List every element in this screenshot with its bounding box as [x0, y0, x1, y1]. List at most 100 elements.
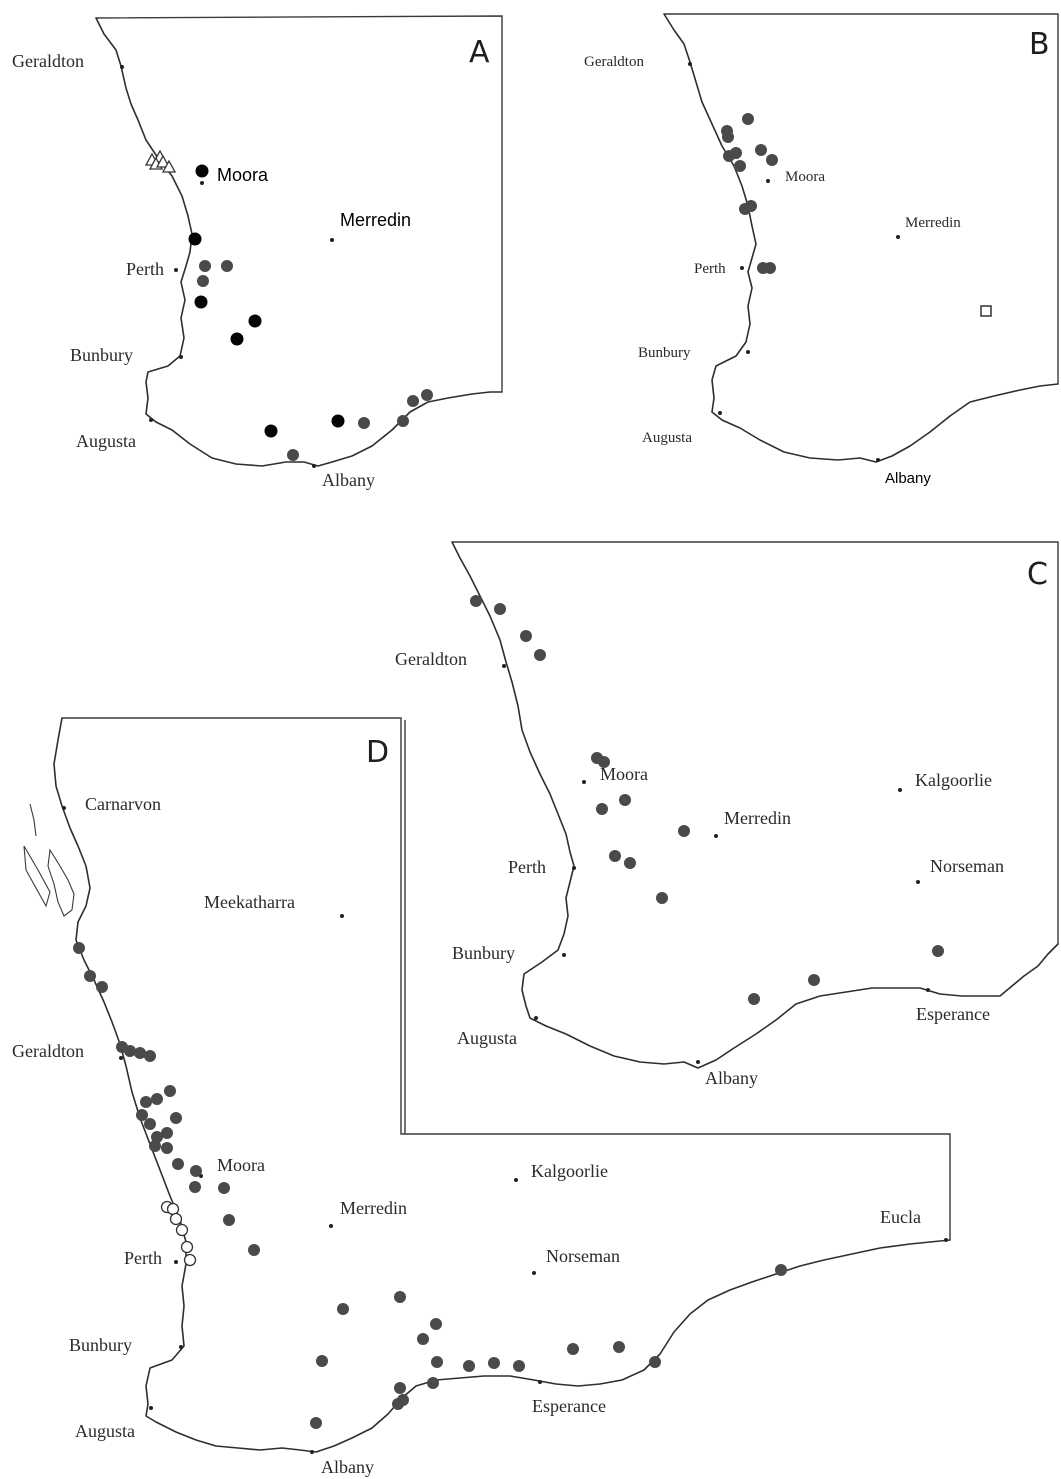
panel-d-frame: [62, 717, 951, 1240]
town-label-geraldton: Geraldton: [12, 1041, 84, 1061]
record-filled-circle: [218, 1182, 230, 1194]
town-marker: [562, 953, 566, 957]
town-label-perth: Perth: [694, 261, 726, 277]
record-filled-circle: [149, 1140, 161, 1152]
record-open-circle: [166, 1202, 180, 1216]
town-marker: [340, 914, 344, 918]
record-filled-circle: [734, 160, 746, 172]
town-marker: [944, 1238, 948, 1242]
record-filled-circle: [151, 1093, 163, 1105]
record-open-triangle: [155, 154, 171, 168]
record-filled-circle: [161, 1142, 173, 1154]
record-filled-circle: [134, 1047, 146, 1059]
record-filled-circle: [248, 1244, 260, 1256]
town-marker: [200, 181, 204, 185]
town-marker: [696, 1060, 700, 1064]
panel-b: B GeraldtonMooraMerredinPerthBunburyAugu…: [584, 13, 1059, 487]
town-label-carnarvon: Carnarvon: [85, 794, 161, 814]
town-label-bunbury: Bunbury: [69, 1335, 132, 1355]
town-marker: [62, 806, 66, 810]
record-filled-circle: [394, 1382, 406, 1394]
town-label-augusta: Augusta: [457, 1028, 517, 1048]
record-filled-circle: [748, 993, 760, 1005]
record-black-circle: [194, 295, 208, 309]
town-label-norseman: Norseman: [546, 1246, 620, 1266]
record-black-circle: [331, 414, 345, 428]
town-label-merredin: Merredin: [340, 1198, 407, 1218]
town-marker: [876, 458, 880, 462]
record-black-circle: [195, 164, 209, 178]
town-label-moora: Moora: [600, 764, 648, 784]
panel-a-coastline: [95, 17, 503, 467]
town-marker: [149, 418, 153, 422]
town-marker: [310, 1450, 314, 1454]
record-filled-circle: [199, 260, 211, 272]
record-filled-circle: [190, 1165, 202, 1177]
panel-d: D CarnarvonMeekatharraGeraldtonKalgoorli…: [12, 717, 951, 1477]
record-filled-circle: [140, 1096, 152, 1108]
record-filled-circle: [96, 981, 108, 993]
record-filled-circle: [534, 649, 546, 661]
town-marker: [582, 780, 586, 784]
town-label-merredin: Merredin: [905, 215, 961, 231]
record-filled-circle: [613, 1341, 625, 1353]
town-marker: [534, 1016, 538, 1020]
record-open-circle: [183, 1253, 197, 1267]
record-filled-circle: [932, 945, 944, 957]
record-filled-circle: [730, 147, 742, 159]
record-filled-circle: [649, 1356, 661, 1368]
town-marker: [572, 866, 576, 870]
record-filled-circle: [722, 131, 734, 143]
town-label-augusta: Augusta: [76, 431, 136, 451]
town-marker: [179, 355, 183, 359]
town-label-albany: Albany: [322, 470, 375, 490]
record-filled-circle: [463, 1360, 475, 1372]
record-filled-circle: [84, 970, 96, 982]
record-filled-circle: [742, 113, 754, 125]
town-label-kalgoorlie: Kalgoorlie: [531, 1161, 608, 1181]
record-filled-circle: [316, 1355, 328, 1367]
town-label-eucla: Eucla: [880, 1207, 921, 1227]
record-filled-circle: [745, 200, 757, 212]
record-filled-circle: [596, 803, 608, 815]
record-filled-circle: [766, 154, 778, 166]
town-marker: [896, 235, 900, 239]
record-filled-circle: [397, 1394, 409, 1406]
record-filled-circle: [287, 449, 299, 461]
record-filled-circle: [431, 1356, 443, 1368]
record-open-circle: [180, 1240, 194, 1254]
record-filled-circle: [407, 395, 419, 407]
panel-a-frame: [95, 15, 503, 392]
record-filled-circle: [417, 1333, 429, 1345]
record-filled-circle: [624, 857, 636, 869]
record-filled-circle: [358, 417, 370, 429]
town-marker: [174, 1260, 178, 1264]
record-filled-circle: [470, 595, 482, 607]
town-marker: [740, 266, 744, 270]
record-black-circle: [230, 332, 244, 346]
panel-d-shark-bay-peninsula: [23, 845, 51, 908]
town-marker: [120, 65, 124, 69]
town-label-moora: Moora: [217, 1155, 265, 1175]
town-label-bunbury: Bunbury: [452, 943, 515, 963]
record-filled-circle: [164, 1085, 176, 1097]
town-marker: [766, 179, 770, 183]
town-marker: [532, 1271, 536, 1275]
record-open-square: [980, 305, 992, 317]
town-marker: [718, 411, 722, 415]
record-filled-circle: [310, 1417, 322, 1429]
town-marker: [502, 664, 506, 668]
town-label-bunbury: Bunbury: [638, 345, 691, 361]
town-label-meekatharra: Meekatharra: [204, 892, 295, 912]
record-filled-circle: [427, 1377, 439, 1389]
record-open-circle: [169, 1212, 183, 1226]
record-filled-circle: [775, 1264, 787, 1276]
town-marker: [514, 1178, 518, 1182]
record-filled-circle: [170, 1112, 182, 1124]
town-marker: [179, 1345, 183, 1349]
record-filled-circle: [520, 630, 532, 642]
record-filled-circle: [421, 389, 433, 401]
panel-a-letter: A: [469, 35, 490, 70]
